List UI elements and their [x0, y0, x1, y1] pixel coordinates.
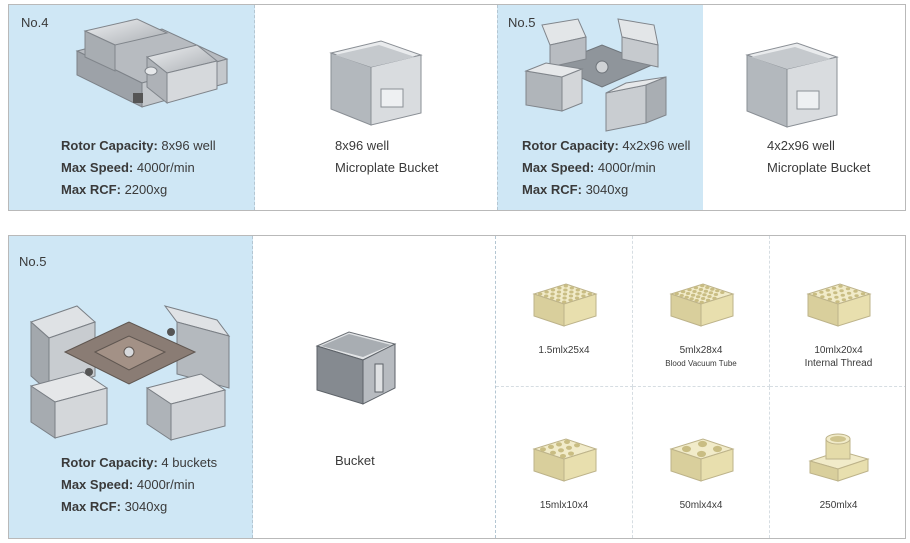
adapter-label-line1: 1.5mlx25x4	[538, 345, 590, 356]
model-number: No.5	[19, 254, 47, 269]
adapter-label: 15mlx10x4	[496, 499, 632, 512]
adapter-label-line1: 250mlx4	[819, 500, 858, 511]
adapter-label: 250mlx4	[770, 499, 905, 512]
adapter-cell: 50mlx4x4	[633, 387, 770, 538]
adapter-block-icon	[668, 283, 735, 327]
adapter-block-icon	[531, 283, 598, 327]
round-bucket-cell: Bucket	[253, 236, 495, 538]
swing-rotor-4-bucket-icon	[29, 305, 231, 441]
microplate-bucket-icon	[745, 42, 839, 128]
microplate-bucket-icon	[329, 40, 423, 126]
spec-max-speed: Max Speed: 4000r/min	[61, 477, 195, 492]
spec-rotor-capacity: Rotor Capacity: 8x96 well	[61, 138, 216, 153]
bucket-caption-line1: 4x2x96 well	[767, 138, 835, 153]
bucket-caption-line1: 8x96 well	[335, 138, 390, 153]
no5-rotor-cell-large: No.5 Rotor Capacity: 4 buckets Max	[9, 236, 253, 538]
adapter-cell: 250mlx4	[770, 387, 905, 538]
model-number: No.5	[508, 15, 536, 30]
adapter-label-line1: 15mlx10x4	[539, 500, 589, 511]
no4-bucket-cell: 8x96 well Microplate Bucket	[255, 5, 497, 210]
adapter-label-line1: 50mlx4x4	[679, 500, 723, 511]
top-product-panel: No.4 Rotor Capacity: 8x96 well Max Speed…	[8, 4, 906, 211]
adapter-cylinder-icon	[807, 433, 870, 482]
adapter-label-line2: Blood Vacuum Tube	[665, 359, 737, 368]
no5-rotor-cell: No.5 Rotor Capacity: 4x2x96 well Max Spe…	[497, 5, 703, 210]
adapter-cell: 15mlx10x4	[496, 387, 633, 538]
swing-rotor-4-bucket-icon	[524, 18, 667, 132]
spec-max-speed: Max Speed: 4000r/min	[61, 160, 195, 175]
adapter-label-line1: 10mlx20x4	[814, 345, 863, 356]
adapter-cell: 1.5mlx25x4	[496, 236, 633, 387]
adapter-label: 1.5mlx25x4	[496, 344, 632, 357]
spec-max-rcf: Max RCF: 2200xg	[61, 182, 168, 197]
bucket-caption-line2: Microplate Bucket	[335, 160, 439, 175]
adapter-block-icon	[531, 438, 598, 482]
bottom-product-panel: No.5 Rotor Capacity: 4 buckets Max	[8, 235, 906, 539]
round-bucket-icon	[315, 331, 397, 405]
no4-rotor-cell: No.4 Rotor Capacity: 8x96 well Max Speed…	[9, 5, 255, 210]
spec-rotor-capacity: Rotor Capacity: 4x2x96 well	[522, 138, 691, 153]
no5-bucket-cell: 4x2x96 well Microplate Bucket	[703, 5, 905, 210]
swing-rotor-2-bucket-icon	[75, 18, 229, 108]
adapter-block-icon	[805, 283, 872, 327]
adapter-label-line1: 5mlx28x4	[679, 345, 723, 356]
spec-max-speed: Max Speed: 4000r/min	[522, 160, 656, 175]
spec-rotor-capacity: Rotor Capacity: 4 buckets	[61, 455, 218, 470]
adapter-label: 50mlx4x4	[633, 499, 769, 512]
spec-max-rcf: Max RCF: 3040xg	[522, 182, 629, 197]
spec-max-rcf: Max RCF: 3040xg	[61, 499, 168, 514]
bucket-caption-line2: Microplate Bucket	[767, 160, 871, 175]
adapter-label-line2: Internal Thread	[804, 358, 873, 369]
adapter-block-icon	[668, 438, 735, 482]
model-number: No.4	[21, 15, 49, 30]
bucket-caption: Bucket	[335, 453, 375, 468]
